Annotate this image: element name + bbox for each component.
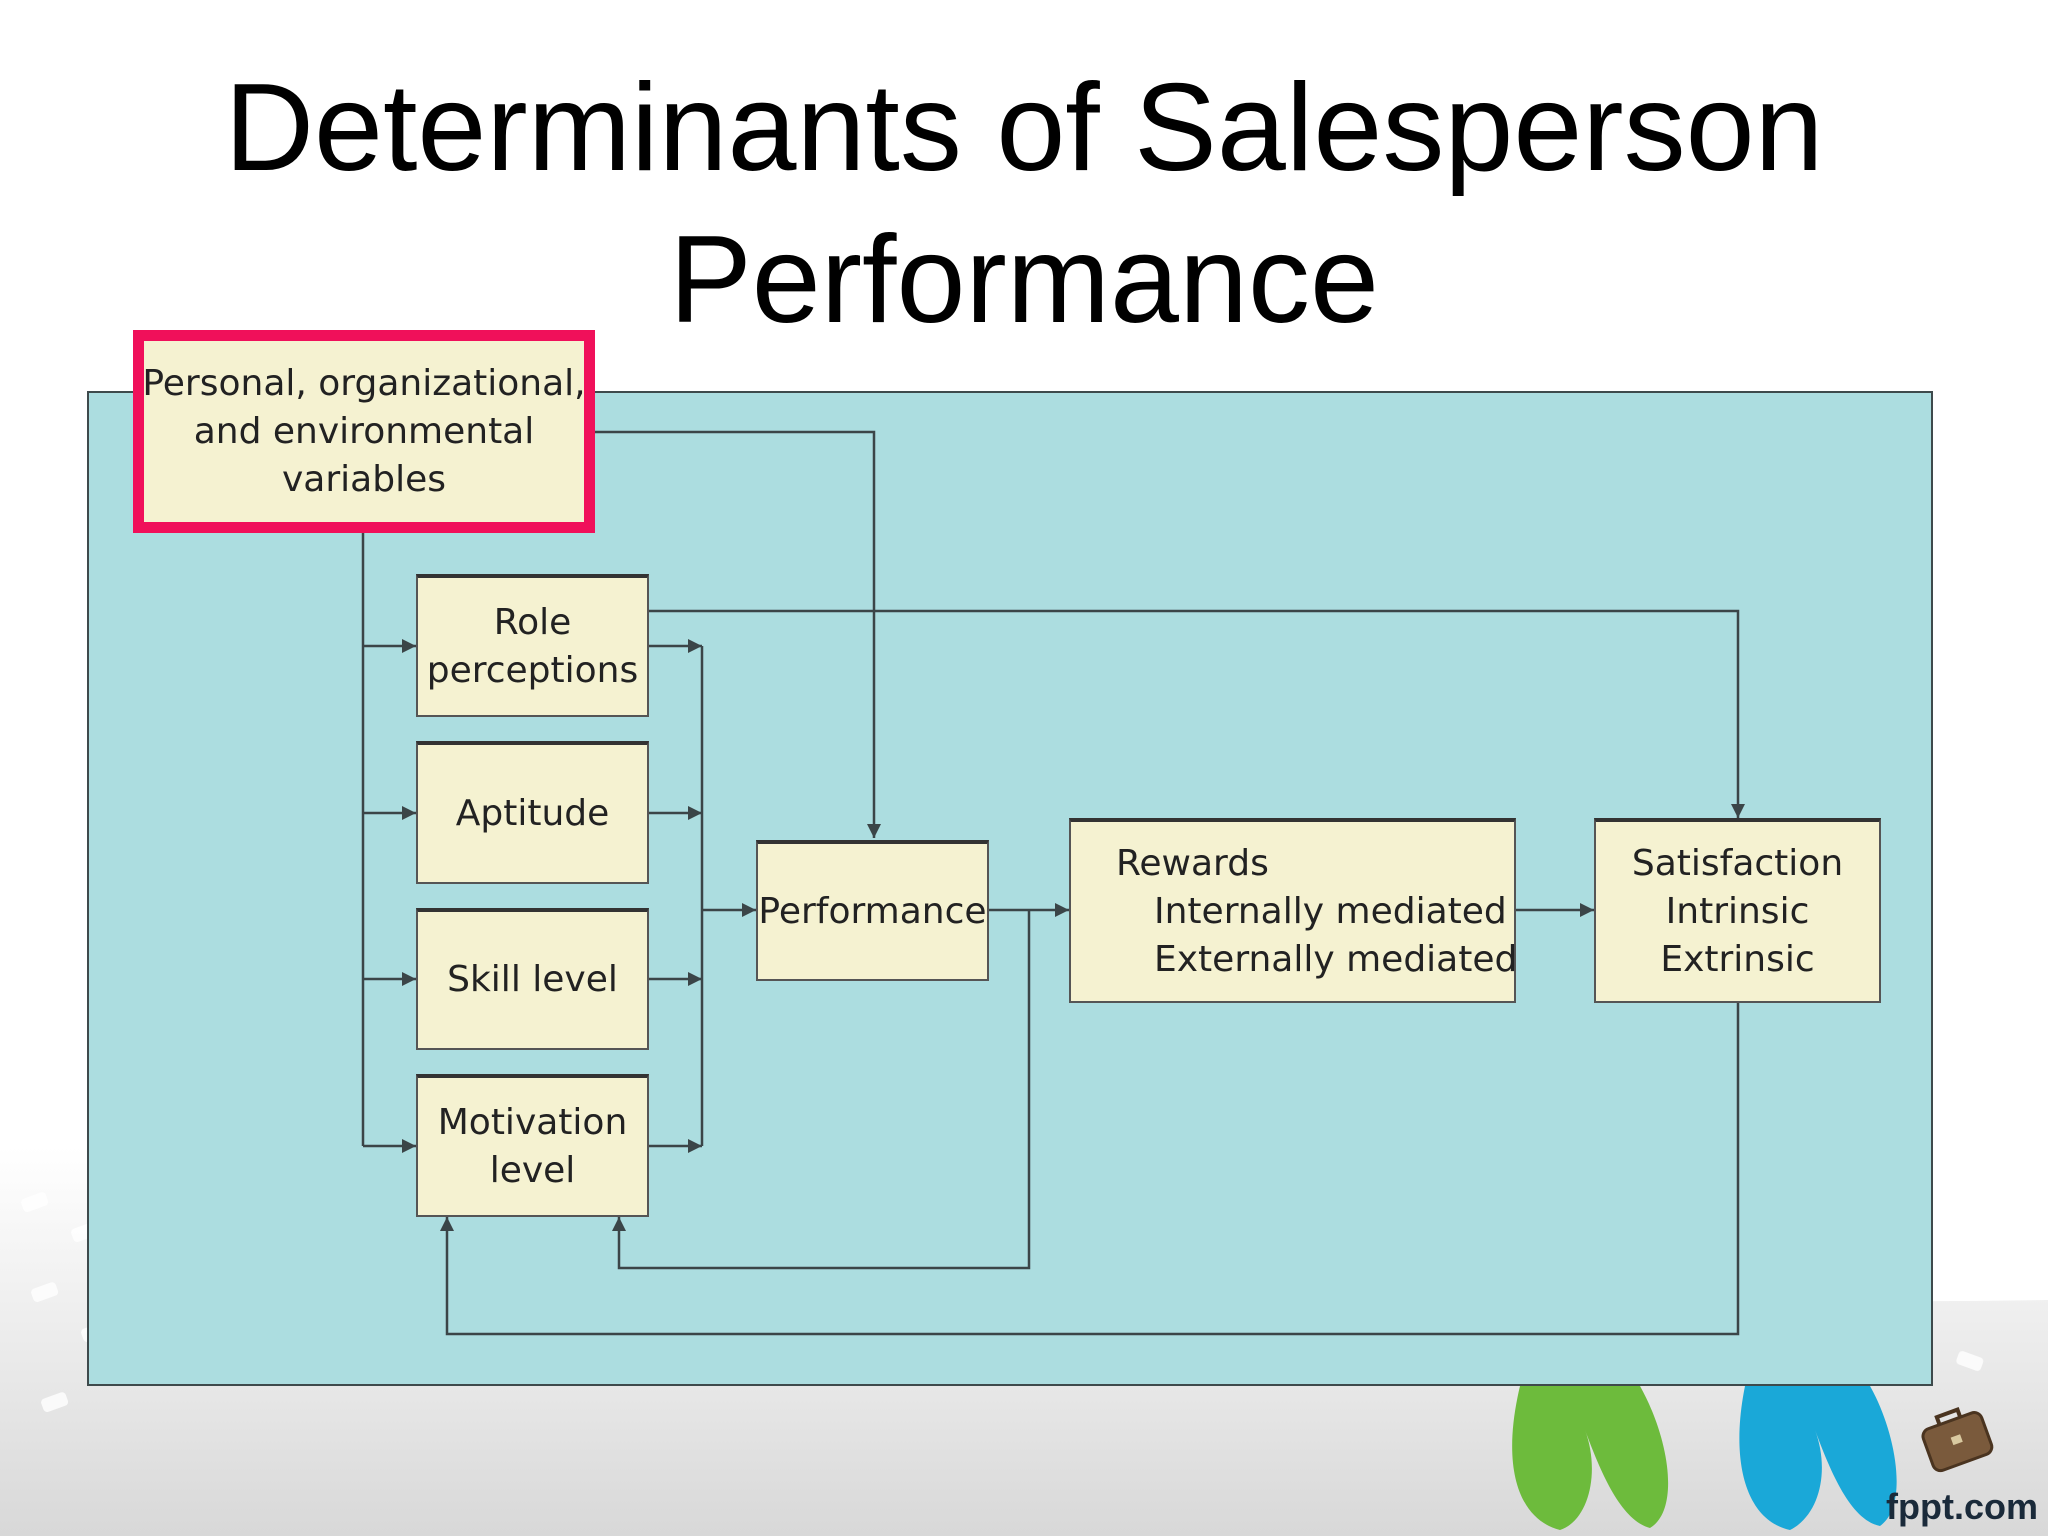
satisfaction-label-line-2: Intrinsic [1665, 890, 1810, 932]
variables-label-line-2: and environmental [193, 410, 535, 452]
satisfaction-label-line-3: Extrinsic [1660, 938, 1815, 980]
variables-box: Personal, organizational, and environmen… [133, 330, 595, 533]
performance-label: Performance [758, 890, 987, 932]
skill-label: Skill level [447, 959, 618, 1000]
performance-box: Performance [756, 840, 989, 981]
motivation-label-line-2: level [489, 1149, 576, 1191]
rewards-label-line-2: Internally mediated [1154, 890, 1507, 932]
slide-title-line-1: Determinants of Salesperson [224, 59, 1824, 197]
satisfaction-label-line-1: Satisfaction [1631, 842, 1844, 884]
rewards-label-line-1: Rewards [1116, 842, 1269, 884]
rewards-box: Rewards Internally mediated Externally m… [1069, 818, 1518, 1003]
slide-title-line-2: Performance [669, 211, 1379, 349]
role-label-line-1: Role [493, 601, 572, 643]
slide-title: Determinants of Salesperson Performance [0, 52, 2048, 356]
motivation-level-box: Motivation level [416, 1074, 649, 1217]
variables-label-line-1: Personal, organizational, [142, 362, 586, 404]
satisfaction-box: Satisfaction Intrinsic Extrinsic [1594, 818, 1881, 1003]
aptitude-label: Aptitude [455, 792, 610, 834]
aptitude-box: Aptitude [416, 741, 649, 884]
rewards-label-line-3: Externally mediated [1154, 938, 1518, 980]
briefcase-icon [1921, 1407, 1994, 1473]
role-perceptions-box: Role perceptions [416, 574, 649, 717]
blue-shape-icon [1739, 1386, 1897, 1530]
fppt-watermark: fppt.com [1886, 1486, 2038, 1527]
motivation-label-line-1: Motivation [437, 1101, 628, 1143]
role-label-line-2: perceptions [426, 649, 639, 691]
skill-level-box: Skill level [416, 908, 649, 1050]
variables-label-line-3: variables [282, 458, 446, 500]
green-shape-icon [1512, 1386, 1669, 1530]
